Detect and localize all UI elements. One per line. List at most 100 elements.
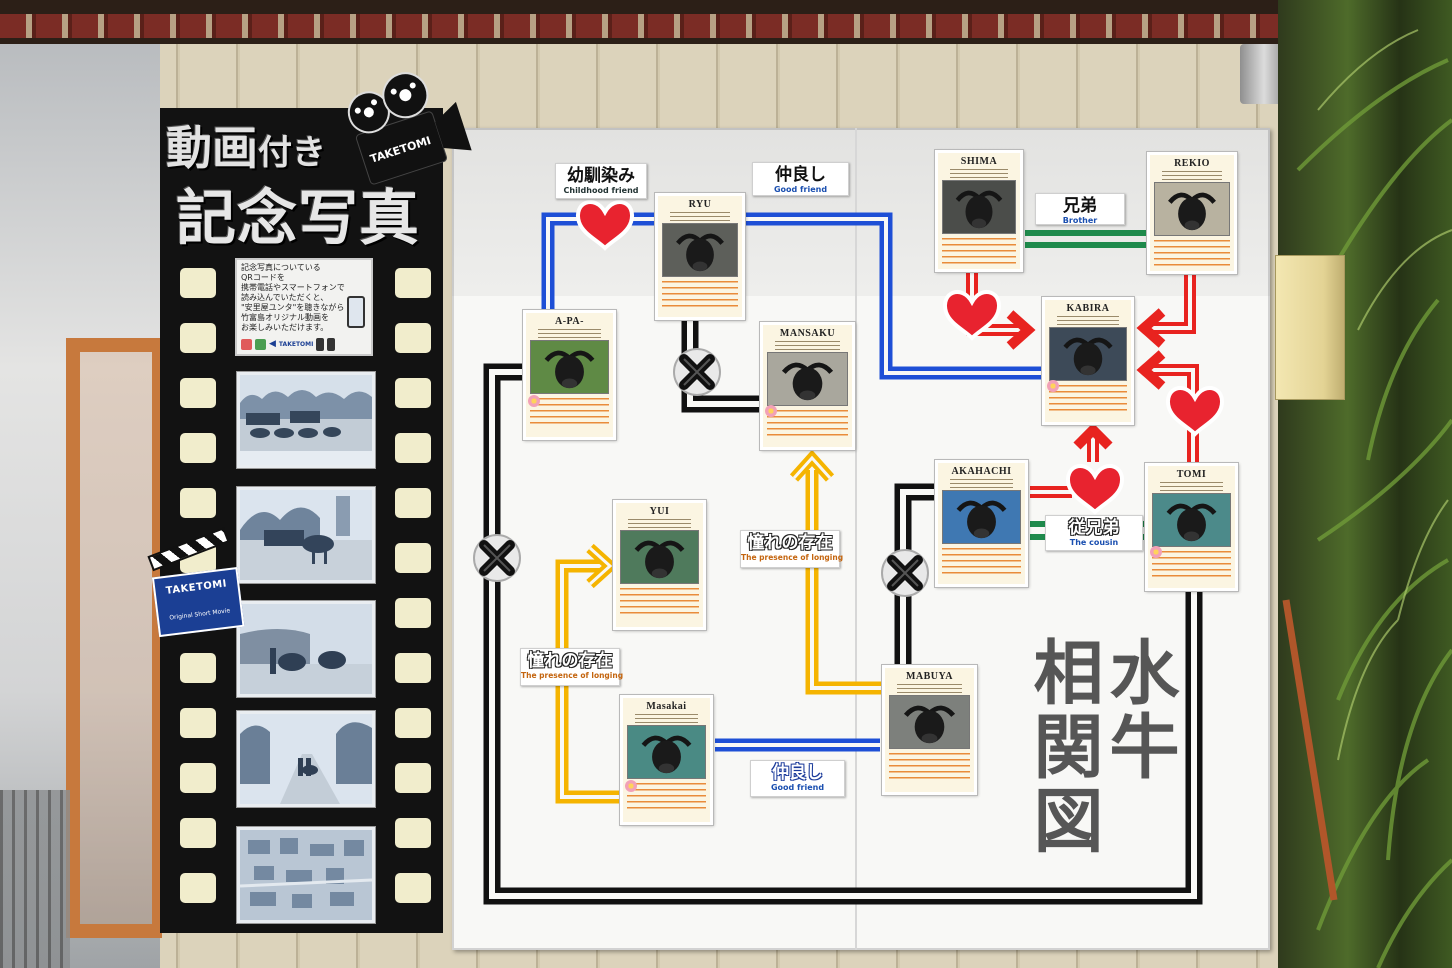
label-longing-left: 憧れの存在 The presence of longing — [520, 648, 624, 686]
card-text-lines — [1049, 385, 1127, 415]
card-text-lines — [767, 410, 848, 440]
label-en: Good friend — [770, 783, 825, 792]
label-en: The presence of longing — [741, 553, 844, 562]
buffalo-photo — [942, 490, 1021, 544]
buffalo-name: AKAHACHI — [951, 466, 1012, 477]
buffalo-name: REKIO — [1174, 158, 1210, 169]
film-photo — [237, 487, 375, 583]
film-hole — [180, 488, 216, 518]
label-jp: 仲良し — [775, 165, 826, 185]
leaves — [1282, 29, 1452, 968]
buffalo-photo — [889, 695, 970, 749]
label-cousin: 従兄弟 The cousin — [1045, 515, 1143, 551]
label-en: Good friend — [773, 185, 828, 194]
film-hole — [180, 433, 216, 463]
black-lines — [483, 320, 1203, 905]
card-text-lines — [620, 588, 699, 618]
film-hole — [395, 653, 431, 683]
film-hole — [395, 433, 431, 463]
card-subtext — [628, 519, 691, 528]
arrow-icon — [1136, 308, 1166, 348]
flower-icon — [1047, 380, 1059, 392]
cross-marks — [473, 348, 929, 597]
card-subtext — [775, 341, 840, 350]
buffalo-card-akahachi: AKAHACHI — [935, 460, 1028, 587]
label-jp: 憧れの存在 — [747, 533, 833, 553]
film-hole — [395, 763, 431, 793]
buffalo-icon — [781, 362, 834, 401]
buffalo-icon — [1063, 337, 1113, 376]
wire-rack — [0, 790, 70, 968]
info-line: 竹富島オリジナル動画を — [241, 313, 329, 322]
card-subtext — [950, 169, 1008, 178]
buffalo-name: MANSAKU — [779, 328, 836, 339]
buffalo-card-tomi: TOMI — [1145, 463, 1238, 591]
wood-frame — [66, 338, 162, 938]
label-en: The presence of longing — [521, 671, 624, 680]
info-line: 携帯電話やスマートフォンで — [241, 283, 345, 292]
buffalo-photo — [627, 725, 706, 779]
card-text-lines — [942, 548, 1021, 578]
buffalo-photo — [1152, 493, 1231, 547]
film-hole — [180, 378, 216, 408]
photo-buffalo-cart-road — [240, 490, 372, 580]
buffalo-photo — [1049, 327, 1127, 381]
info-line: QRコードを — [241, 273, 285, 282]
label-jp: 仲良し — [772, 763, 823, 783]
film-photo — [237, 827, 375, 923]
film-photo — [237, 372, 375, 468]
flower-icon — [528, 395, 540, 407]
card-text-lines — [942, 238, 1016, 268]
board-title-right: 水牛 — [1098, 636, 1180, 784]
film-hole — [395, 708, 431, 738]
film-hole — [395, 873, 431, 903]
film-hole — [180, 323, 216, 353]
arrow-icon — [1136, 350, 1166, 390]
buffalo-name: SHIMA — [960, 156, 998, 167]
buffalo-card-shima: SHIMA — [935, 150, 1023, 272]
buffalo-icon — [1168, 192, 1216, 231]
photo-village-road — [240, 714, 372, 804]
film-photo — [237, 601, 375, 697]
card-subtext — [897, 684, 962, 693]
info-logo: TAKETOMI — [278, 340, 314, 348]
buffalo-name: YUI — [649, 506, 670, 517]
buffalo-name: MABUYA — [905, 671, 954, 682]
card-subtext — [1057, 316, 1119, 325]
buffalo-photo — [1154, 182, 1230, 236]
cross-mark-icon — [673, 348, 721, 396]
flower-icon — [1150, 546, 1162, 558]
board-title-left: 相関図 — [1022, 636, 1104, 858]
label-childhood-friend: 幼馴染み Childhood friend — [555, 163, 647, 199]
buffalo-card-ryu: RYU — [655, 193, 745, 320]
buffalo-name: A-PA- — [555, 316, 584, 327]
buffalo-icon — [956, 500, 1007, 539]
buffalo-icon — [903, 705, 956, 744]
label-brother: 兄弟 Brother — [1035, 193, 1125, 225]
qr-phone-icon — [316, 337, 325, 351]
card-subtext — [950, 479, 1013, 488]
film-hole — [180, 708, 216, 738]
leaf-icon — [255, 338, 266, 350]
buffalo-photo — [530, 340, 609, 394]
label-jp: 憧れの存在 — [527, 651, 613, 671]
heart-icon — [1066, 464, 1124, 515]
buffalo-photo — [662, 223, 738, 277]
buffalo-card-masakai: Masakai — [620, 695, 713, 825]
film-hole — [395, 598, 431, 628]
film-hole — [180, 268, 216, 298]
film-hole — [180, 653, 216, 683]
card-subtext — [1160, 482, 1223, 491]
heart-icon — [576, 200, 634, 251]
arrow-icon — [1006, 310, 1036, 350]
buffalo-icon — [634, 540, 685, 579]
buffalo-name: TOMI — [1176, 469, 1207, 480]
buffalo-icon — [544, 350, 595, 389]
card-subtext — [635, 714, 698, 723]
info-line: "安里屋ユンタ"を聴きながら — [241, 303, 345, 312]
buffalo-photo — [620, 530, 699, 584]
camera-icon: TAKETOMI — [347, 72, 472, 185]
cross-mark-icon — [473, 534, 521, 582]
clapboard-title: TAKETOMI — [165, 578, 228, 597]
card-subtext — [538, 329, 601, 338]
